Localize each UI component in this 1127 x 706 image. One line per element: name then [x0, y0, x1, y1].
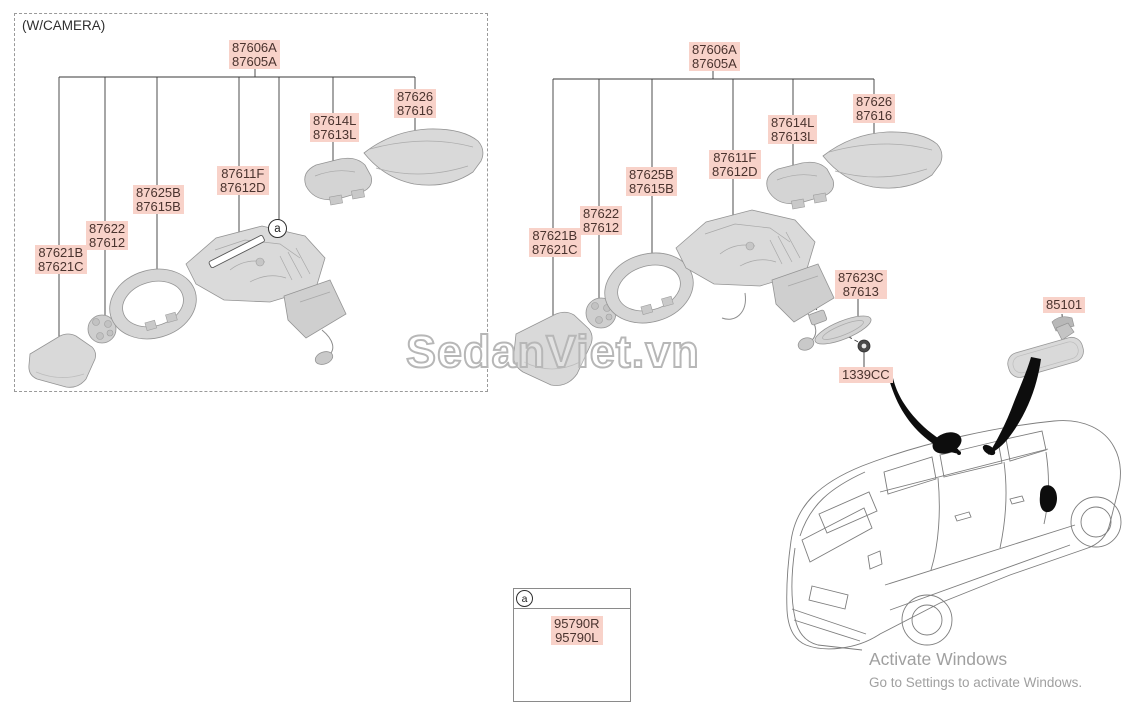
left-mirror-housing-drawing [185, 225, 347, 365]
left-actuator-drawing [87, 314, 117, 344]
right-mirror-holder-drawing [604, 252, 694, 324]
label-right-housing[interactable]: 87611F 87612D [709, 150, 761, 179]
label-right-actuator[interactable]: 87622 87612 [580, 206, 623, 235]
left-mirror-holder-drawing [109, 268, 197, 340]
panel-title: (W/CAMERA) [22, 18, 106, 33]
car-illustration [786, 420, 1122, 651]
label-left-glass[interactable]: 87621B 87621C [35, 245, 87, 274]
right-nut-drawing [857, 339, 871, 353]
left-mirror-glass-drawing [28, 333, 96, 388]
label-left-rear-cover[interactable]: 87626 87616 [394, 89, 437, 118]
activation-subtitle: Go to Settings to activate Windows. [869, 675, 1083, 690]
right-mirror-housing-drawing [675, 209, 835, 351]
callout-a-badge-left: a [268, 219, 287, 238]
windows-activation-notice: Activate Windows Go to Settings to activ… [869, 649, 1082, 690]
label-right-holder[interactable]: 87625B 87615B [626, 167, 677, 196]
right-mirror-glass-drawing [513, 311, 593, 386]
camera-detail-box [513, 588, 631, 702]
right-repeater-lamp-drawing [808, 309, 872, 345]
label-right-glass[interactable]: 87621B 87621C [529, 228, 581, 257]
pointer-swooshes [889, 357, 1057, 513]
label-left-mirror-assembly[interactable]: 87606A 87605A [229, 40, 280, 69]
label-left-actuator[interactable]: 87622 87612 [86, 221, 129, 250]
activation-title: Activate Windows [869, 649, 1008, 669]
label-right-mirror-assembly[interactable]: 87606A 87605A [689, 42, 740, 71]
label-left-holder[interactable]: 87625B 87615B [133, 185, 184, 214]
right-holder-cover-drawing [766, 161, 834, 210]
label-left-holder-cover[interactable]: 87614L 87613L [310, 113, 360, 142]
right-rear-cover-drawing [822, 131, 943, 189]
label-nut[interactable]: 1339CC [839, 367, 893, 383]
inside-mirror-drawing [1007, 316, 1084, 378]
label-camera-bracket[interactable]: 95790R 95790L [551, 616, 603, 645]
detail-box-header [514, 589, 630, 609]
left-panel-leader-lines [58, 68, 416, 340]
left-rear-cover-drawing [363, 128, 484, 186]
label-repeater-lamp[interactable]: 87623C 87613 [835, 270, 887, 299]
camera-variant-panel [14, 13, 488, 392]
label-inside-mirror[interactable]: 85101 [1043, 297, 1086, 313]
label-right-rear-cover[interactable]: 87626 87616 [853, 94, 896, 123]
callout-a-badge-box: a [516, 590, 533, 607]
label-left-housing[interactable]: 87611F 87612D [217, 166, 269, 195]
left-holder-cover-drawing [304, 157, 372, 206]
label-right-holder-cover[interactable]: 87614L 87613L [768, 115, 818, 144]
right-panel-leader-lines [552, 67, 1064, 658]
